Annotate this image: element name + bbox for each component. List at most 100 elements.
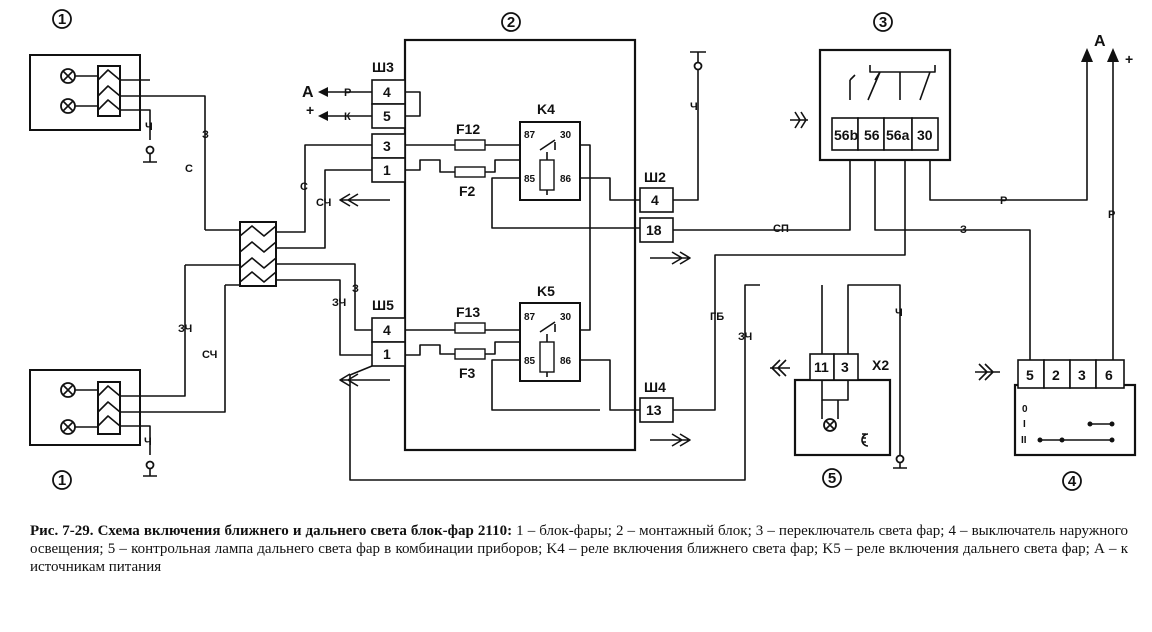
power-label-a: А (1094, 33, 1106, 50)
switch-position-label: I (1023, 419, 1026, 430)
headlight-top (29, 54, 206, 230)
wire-label: С (185, 163, 193, 175)
wire-label: ГБ (710, 311, 724, 323)
relay-k5-name: K5 (537, 283, 555, 299)
wire-gb (673, 160, 906, 411)
mounting-block (403, 38, 637, 452)
pin-label: 3 (383, 138, 391, 154)
switch-pin-label: 30 (917, 127, 933, 143)
pin-label: 18 (646, 222, 662, 238)
fuse-f13 (454, 322, 486, 334)
connector-arrow-icon (339, 193, 691, 447)
relay-pin-label: 86 (560, 356, 572, 367)
lamp-icon (60, 382, 76, 398)
headlight-top-connector (97, 65, 121, 117)
wire-label: СЧ (316, 197, 331, 209)
relay-k5 (519, 302, 581, 382)
relay-pin-label: 30 (560, 130, 572, 141)
pin-label: 4 (651, 192, 659, 208)
wire-label: ЗЧ (178, 323, 192, 335)
connector-x2-name: Х2 (872, 357, 889, 373)
pin-label: 4 (383, 84, 391, 100)
pin-label: 1 (383, 162, 391, 178)
headlight-switch (790, 48, 952, 162)
wire-label: СП (773, 223, 789, 235)
connector-sh4 (639, 397, 674, 423)
switch-pin-label: 6 (1105, 367, 1113, 383)
fuse-label: F13 (456, 304, 480, 320)
outer-lighting-switch (975, 359, 1137, 457)
pin-label: 11 (814, 359, 829, 375)
relay-pin-label: 87 (524, 130, 536, 141)
caption-text: 1 – блок-фары; 2 – монтажный блок; 3 – п… (30, 523, 1129, 575)
svg-text:1: 1 (58, 11, 66, 28)
switch-pin-label: 5 (1026, 367, 1034, 383)
relay-pin-label: 85 (524, 356, 536, 367)
fuse-f3 (454, 348, 486, 360)
switch-position-label: 0 (1022, 404, 1028, 415)
component-number-1-bottom: 1 (52, 470, 72, 490)
switch-pin-label: 56 (864, 127, 880, 143)
switch-position-label: II (1021, 435, 1027, 446)
headlight-bottom (29, 265, 226, 477)
wire-z (874, 160, 1031, 372)
wire-label: ЗЧ (738, 331, 752, 343)
headlight-top-housing (29, 54, 141, 131)
connector-sh4-name: Ш4 (644, 379, 666, 395)
wire-label: З (202, 129, 209, 141)
fuse-label: F12 (456, 121, 480, 137)
power-arrows-left (318, 87, 372, 121)
wire-label: ЗЧ (332, 297, 346, 309)
wire-label: СЧ (202, 349, 217, 361)
switch-pin-label: 56b (834, 127, 858, 143)
power-label-plus: + (306, 102, 314, 118)
wire-label: Ч (145, 121, 153, 133)
pin-label: 13 (646, 402, 662, 418)
wire-label: З (960, 224, 967, 236)
wire-label: Р (1108, 209, 1115, 221)
lamp-icon (60, 419, 76, 435)
wire-zch-bottom-loop (349, 284, 760, 481)
ground-terminal (145, 145, 155, 155)
wire-label: Р (344, 87, 351, 99)
svg-text:2: 2 (507, 14, 515, 31)
caption-title: Рис. 7-29. Схема включения ближнего и да… (30, 523, 513, 539)
arrow-up-icon (1107, 48, 1119, 62)
fuse-f2 (454, 166, 486, 178)
relay-pin-label: 86 (560, 174, 572, 185)
wire-label: Ч (144, 436, 152, 448)
arrow-up-icon (1081, 48, 1093, 62)
power-label-a: А (302, 84, 314, 101)
pin-label: 4 (383, 322, 391, 338)
svg-text:3: 3 (879, 14, 887, 31)
ground-terminal (145, 460, 155, 470)
pin-label: 3 (841, 359, 849, 375)
wire-label: С (300, 181, 308, 193)
headlight-bottom-housing (29, 369, 141, 446)
lamp-icon (60, 98, 76, 114)
fuse-label: F3 (459, 365, 476, 381)
connector-sh2 (639, 187, 674, 243)
block-internal-wiring (405, 144, 640, 411)
connector-sh3-name: Ш3 (372, 59, 394, 75)
component-number-1-top: 1 (52, 9, 72, 29)
switch-pin-label: 2 (1052, 367, 1060, 383)
ground-top-right (673, 51, 706, 201)
connector-sh2-name: Ш2 (644, 169, 666, 185)
fuse-label: F2 (459, 183, 476, 199)
component-number-3: 3 (873, 12, 893, 32)
connector-sh3 (371, 79, 421, 183)
pin-label: 5 (383, 108, 391, 124)
relay-pin-label: 30 (560, 312, 572, 323)
connector-sh5 (371, 317, 406, 367)
component-number-2: 2 (501, 12, 521, 32)
svg-text:5: 5 (828, 470, 836, 487)
connector-sh5-name: Ш5 (372, 297, 394, 313)
pin-label: 1 (383, 346, 391, 362)
svg-text:4: 4 (1068, 473, 1077, 490)
component-number-5: 5 (822, 468, 842, 488)
wire-label: Ч (895, 307, 903, 319)
component-number-4: 4 (1062, 471, 1082, 491)
wire-sp (673, 160, 851, 231)
wire-label: З (352, 283, 359, 295)
